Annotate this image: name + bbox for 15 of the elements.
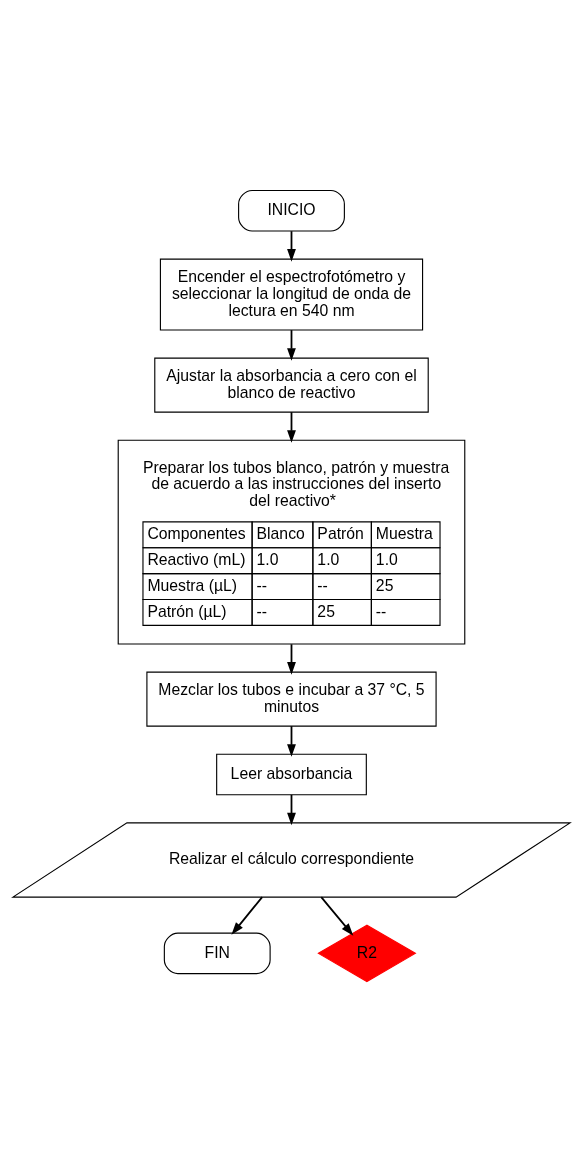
arrow [287,329,296,361]
node-box: Leer absorbancia [216,753,367,796]
arrow [231,896,264,935]
arrow [320,896,354,936]
arrow [287,411,296,443]
node-box: Preparar los tubos blanco, patrón y muestra de acuerdo a las instrucciones del inserto del reactivo* Componentes Blanco Patrón Muestra Reactivo (mL) 1.0 1.0 1.0 Muestra (µL) -- -- 25 Patrón (µL) -- 25 -- [117,439,466,645]
arrow [287,643,296,675]
node-box: INICIO [238,189,345,232]
arrow [287,725,296,757]
arrow [287,230,296,262]
node-box: FIN [163,932,271,975]
arrow [287,794,296,826]
node-box: Ajustar la absorbancia a cero con el blanco de reactivo [154,357,429,413]
node-box: Encender el espectrofotómetro y seleccionar la longitud de onda de lectura en 540 nm [159,258,424,331]
node-box: Mezclar los tubos e incubar a 37 °C, 5 minutos [146,671,437,727]
